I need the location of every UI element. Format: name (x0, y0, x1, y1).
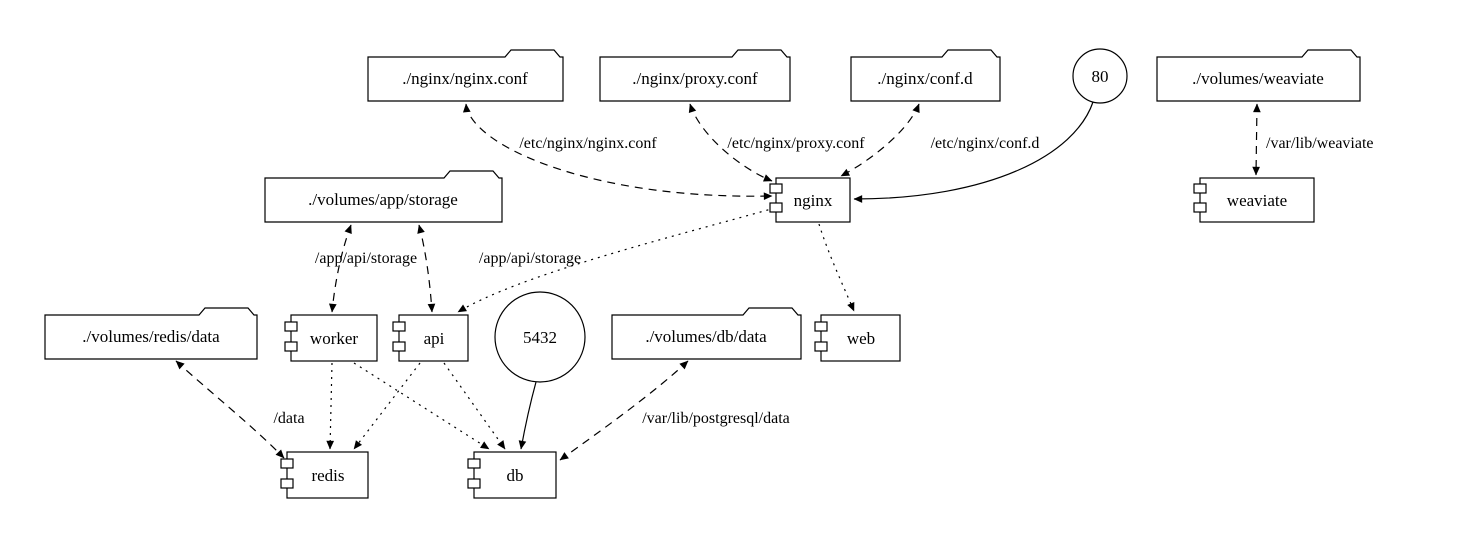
component-tab (814, 341, 828, 352)
component-tab (769, 183, 783, 194)
component-tab (1193, 202, 1207, 213)
edge-label-redis-mount: /data (273, 410, 304, 427)
volume-label: ./volumes/weaviate (1192, 69, 1324, 88)
service-node-worker: worker (284, 314, 378, 362)
service-node-web: web (814, 314, 901, 362)
volume-node-nginx-conf: ./nginx/nginx.conf (367, 49, 564, 102)
edge-db-mount (559, 360, 689, 461)
component-tab (392, 341, 406, 352)
folder-shape (264, 170, 503, 223)
volume-label: ./volumes/app/storage (308, 190, 458, 209)
service-node-redis: redis (280, 451, 369, 499)
edge-labels-layer: /etc/nginx/nginx.conf /etc/nginx/proxy.c… (273, 135, 1373, 427)
edge-proxy-conf-mount (688, 103, 773, 182)
folder-shape (850, 49, 1001, 102)
port-circle (1072, 48, 1128, 104)
port-label: 5432 (523, 328, 557, 347)
volume-label: ./nginx/conf.d (877, 69, 973, 88)
volume-label: ./nginx/proxy.conf (632, 69, 758, 88)
edge-nginx-depends-web (818, 223, 855, 312)
service-label: weaviate (1227, 191, 1287, 210)
component-body (286, 451, 369, 499)
edge-port-80-to-nginx (853, 101, 1094, 203)
folder-shape (1156, 49, 1361, 102)
component-tab (284, 321, 298, 332)
edge-label-db-mount: /var/lib/postgresql/data (642, 410, 790, 427)
edge-label-proxy-conf-mount: /etc/nginx/proxy.conf (727, 135, 865, 152)
edge-weaviate-mount (1252, 103, 1261, 176)
component-tab (392, 321, 406, 332)
port-node-5432: 5432 (494, 291, 586, 383)
folder-shape (44, 307, 258, 360)
component-body (820, 314, 901, 362)
edge-nginx-conf-mount (462, 103, 773, 201)
component-tab (467, 478, 481, 489)
service-label: db (507, 466, 524, 485)
edge-nginx-depends-api (457, 207, 776, 313)
component-tab (1193, 183, 1207, 194)
edge-worker-depends-db (353, 362, 490, 450)
component-tab (280, 478, 294, 489)
component-tab (467, 458, 481, 469)
folder-shape (611, 307, 802, 360)
volume-node-db-data: ./volumes/db/data (611, 307, 802, 360)
component-tab (814, 321, 828, 332)
volume-node-conf-d: ./nginx/conf.d (850, 49, 1001, 102)
edge-port-5432-to-db (518, 381, 537, 450)
volume-node-app-storage: ./volumes/app/storage (264, 170, 503, 223)
component-body (1199, 177, 1315, 223)
service-label: api (424, 329, 445, 348)
service-node-api: api (392, 314, 469, 362)
component-body (290, 314, 378, 362)
component-body (398, 314, 469, 362)
volume-label: ./nginx/nginx.conf (402, 69, 528, 88)
volume-node-proxy-conf: ./nginx/proxy.conf (599, 49, 791, 102)
folder-shape (599, 49, 791, 102)
service-label: web (847, 329, 875, 348)
service-node-weaviate: weaviate (1193, 177, 1315, 223)
component-tab (284, 341, 298, 352)
volume-label: ./volumes/db/data (645, 327, 767, 346)
volume-label: ./volumes/redis/data (82, 327, 220, 346)
service-label: redis (311, 466, 344, 485)
component-tab (280, 458, 294, 469)
port-label: 80 (1092, 67, 1109, 86)
edge-redis-mount (175, 360, 285, 459)
folder-shape (367, 49, 564, 102)
component-tab (769, 202, 783, 213)
service-label: worker (310, 329, 358, 348)
edge-api-depends-redis (353, 362, 421, 450)
edge-label-conf-d-mount: /etc/nginx/conf.d (931, 135, 1040, 152)
port-circle (494, 291, 586, 383)
edge-worker-storage-mount (328, 224, 352, 313)
edge-label-worker-storage-mount: /app/api/storage (315, 250, 417, 267)
volume-node-weaviate: ./volumes/weaviate (1156, 49, 1361, 102)
volume-node-redis-data: ./volumes/redis/data (44, 307, 258, 360)
edge-label-api-storage-mount: /app/api/storage (479, 250, 581, 267)
edge-worker-depends-redis (326, 362, 335, 450)
edge-api-storage-mount (417, 224, 436, 313)
edge-label-nginx-conf-mount: /etc/nginx/nginx.conf (519, 135, 657, 152)
edges-layer (175, 101, 1261, 461)
port-node-80: 80 (1072, 48, 1128, 104)
component-body (473, 451, 557, 499)
service-node-db: db (467, 451, 557, 499)
component-body (775, 177, 851, 223)
service-label: nginx (794, 191, 833, 210)
edge-label-weaviate-mount: /var/lib/weaviate (1266, 135, 1374, 152)
service-node-nginx: nginx (769, 177, 851, 223)
edge-api-depends-db (443, 362, 506, 450)
